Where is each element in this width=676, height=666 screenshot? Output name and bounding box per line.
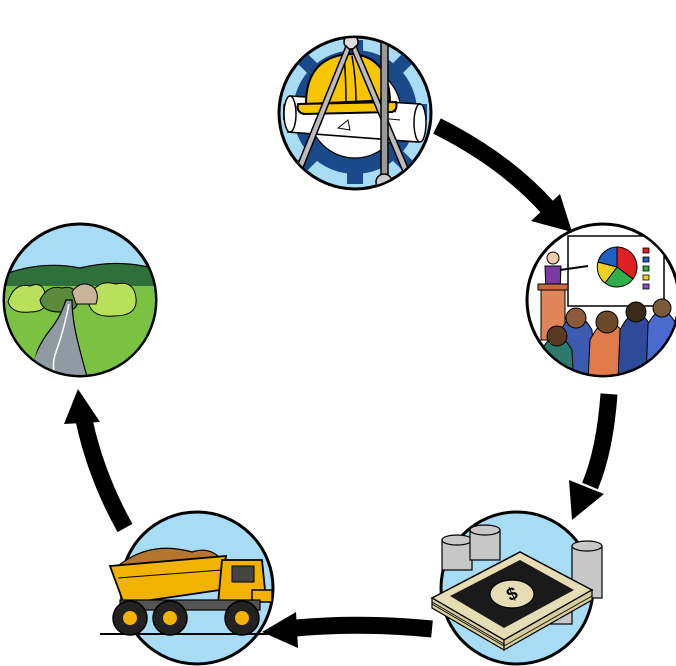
arrow-design-to-presentation [433,118,572,232]
stage-completed-road [2,222,158,378]
truck-wheels [112,600,260,636]
road-surface [27,299,89,375]
stage-design [277,35,433,191]
dollar-seal-icon [489,579,535,609]
stage-presentation [525,222,676,378]
money-stack-icon: $ [430,551,594,652]
arrow-construction-to-road [64,389,133,533]
landscape-road-icon [5,262,155,375]
compass-icon [284,38,422,188]
pie-chart-icon [596,246,638,288]
stage-funding: $ [430,510,603,666]
cycle-arrows [64,118,618,648]
stage-construction [100,510,275,666]
arrow-presentation-to-funding [569,393,618,520]
arrow-funding-to-construction [262,612,433,648]
legend-swatches [642,247,650,290]
dump-truck-icon [100,547,273,636]
